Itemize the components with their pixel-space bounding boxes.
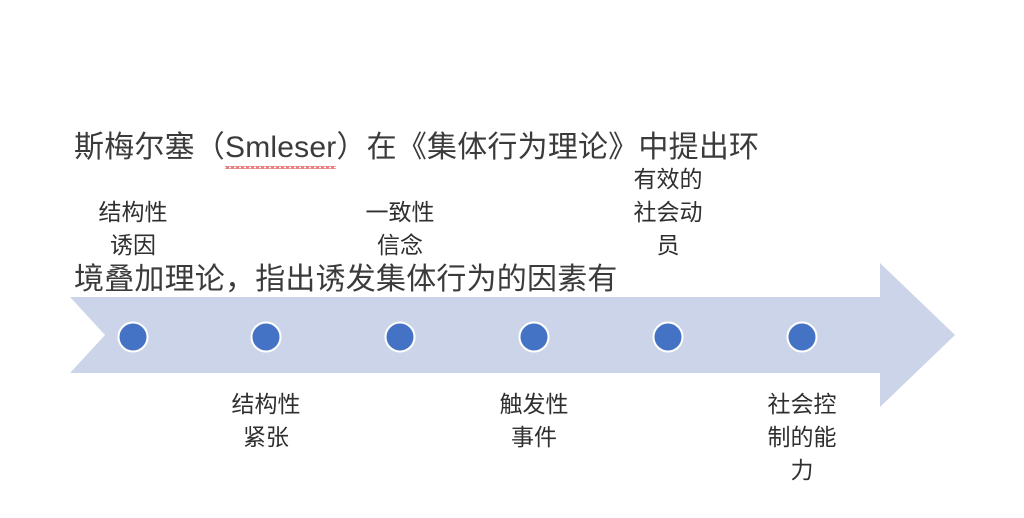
- step-label-2: 结构性 紧张: [231, 391, 301, 450]
- milestone-dot-1[interactable]: [117, 321, 149, 353]
- title-line-1-prefix: 斯梅尔塞（: [74, 131, 225, 164]
- step-label-6: 社会控 制的能 力: [767, 391, 837, 483]
- step-label-5: 有效的 社会动 员: [633, 166, 703, 258]
- title-line-1-suffix: ）在《集体行为理论》中提出环: [336, 131, 760, 164]
- step-label-4: 触发性 事件: [499, 391, 569, 450]
- misspelled-word-smleser: Smleser: [225, 126, 337, 170]
- process-arrow-diagram: [60, 255, 970, 415]
- milestone-dot-5[interactable]: [652, 321, 684, 353]
- arrow-body-path: [70, 263, 955, 407]
- title-line-1: 斯梅尔塞（Smleser）在《集体行为理论》中提出环: [74, 126, 954, 170]
- step-label-1: 结构性 诱因: [98, 199, 168, 258]
- milestone-dot-2[interactable]: [250, 321, 282, 353]
- arrow-shape: [70, 263, 955, 407]
- step-label-3: 一致性 信念: [365, 199, 435, 258]
- title-line-2: 境叠加理论，指出诱发集体行为的因素有: [74, 263, 618, 296]
- milestone-dot-6[interactable]: [786, 321, 818, 353]
- milestone-dot-3[interactable]: [384, 321, 416, 353]
- milestone-dot-4[interactable]: [518, 321, 550, 353]
- page-title: 斯梅尔塞（Smleser）在《集体行为理论》中提出环 境叠加理论，指出诱发集体行…: [74, 38, 954, 390]
